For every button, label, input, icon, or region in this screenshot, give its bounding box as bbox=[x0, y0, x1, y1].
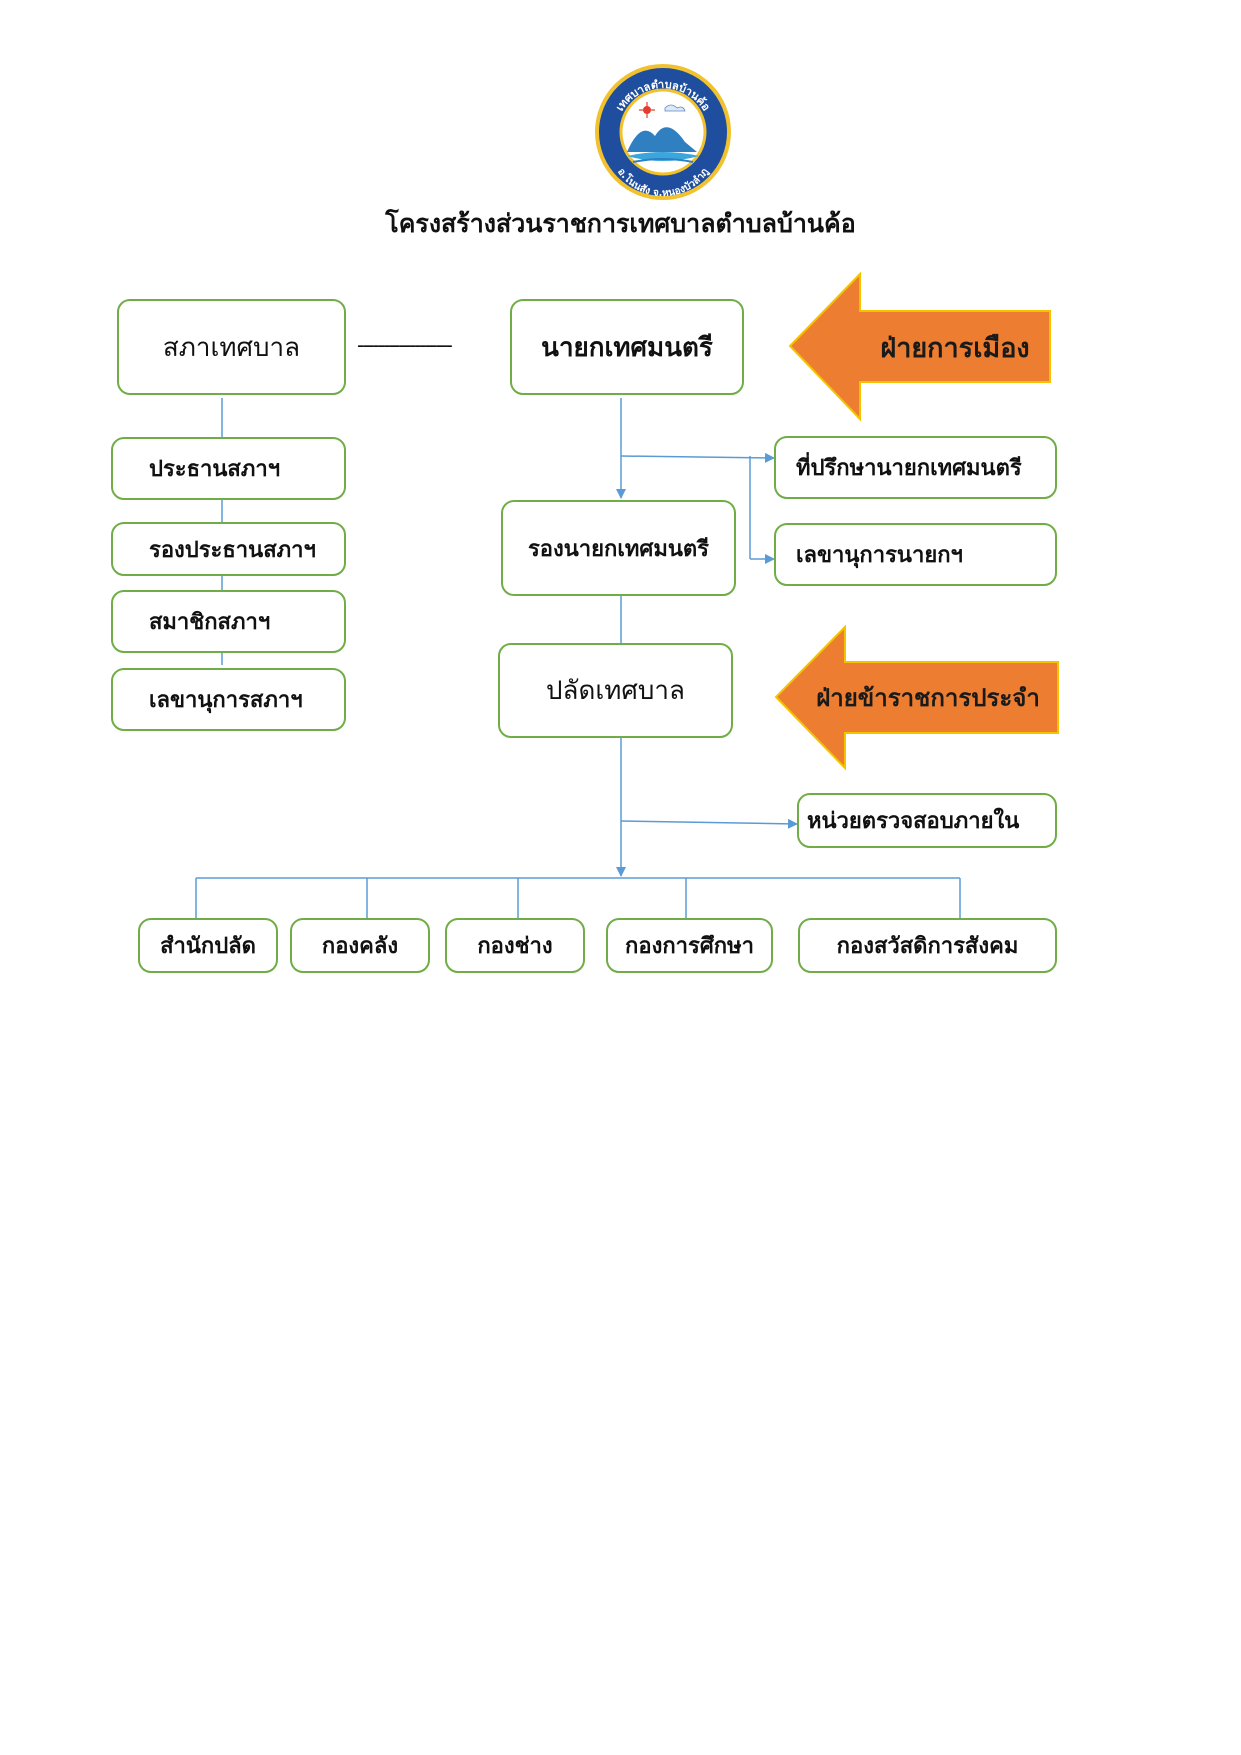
mayor-box: นายกเทศมนตรี bbox=[510, 299, 744, 395]
council-member-box: สมาชิกสภาฯ bbox=[111, 590, 346, 653]
council-mayor-link: ------------------ bbox=[357, 334, 453, 356]
civil-service-arrow-shape bbox=[774, 624, 1059, 771]
municipal-clerk-box: ปลัดเทศบาล bbox=[498, 643, 733, 738]
department-engineering: กองช่าง bbox=[445, 918, 585, 973]
department-education: กองการศึกษา bbox=[606, 918, 773, 973]
political-arrow-shape bbox=[788, 271, 1051, 422]
logo-mountain-icon bbox=[627, 127, 697, 152]
civil-service-arrow-label: ฝ่ายข้าราชการประจำ bbox=[816, 683, 1040, 712]
logo-sun-icon bbox=[643, 106, 651, 114]
department-office-of-clerk: สำนักปลัด bbox=[138, 918, 278, 973]
council-president-box: ประธานสภาฯ bbox=[111, 437, 346, 500]
page-title: โครงสร้างส่วนราชการเทศบาลตำบลบ้านค้อ bbox=[385, 209, 856, 238]
internal-audit-box: หน่วยตรวจสอบภายใน bbox=[797, 793, 1057, 848]
department-social-welfare: กองสวัสดิการสังคม bbox=[798, 918, 1057, 973]
council-box: สภาเทศบาล bbox=[117, 299, 346, 395]
mayor-advisor-box: ที่ปรึกษานายกเทศมนตรี bbox=[774, 436, 1057, 499]
municipality-logo: เทศบาลตำบลบ้านค้อ อ.โนนสัง จ.หนองบัวลำภู bbox=[595, 64, 731, 200]
deputy-mayor-box: รองนายกเทศมนตรี bbox=[501, 500, 736, 596]
department-finance: กองคลัง bbox=[290, 918, 430, 973]
mayor-secretary-box: เลขานุการนายกฯ bbox=[774, 523, 1057, 586]
council-secretary-box: เลขานุการสภาฯ bbox=[111, 668, 346, 731]
council-vice-president-box: รองประธานสภาฯ bbox=[111, 522, 346, 576]
political-arrow-label: ฝ่ายการเมือง bbox=[880, 332, 1030, 364]
